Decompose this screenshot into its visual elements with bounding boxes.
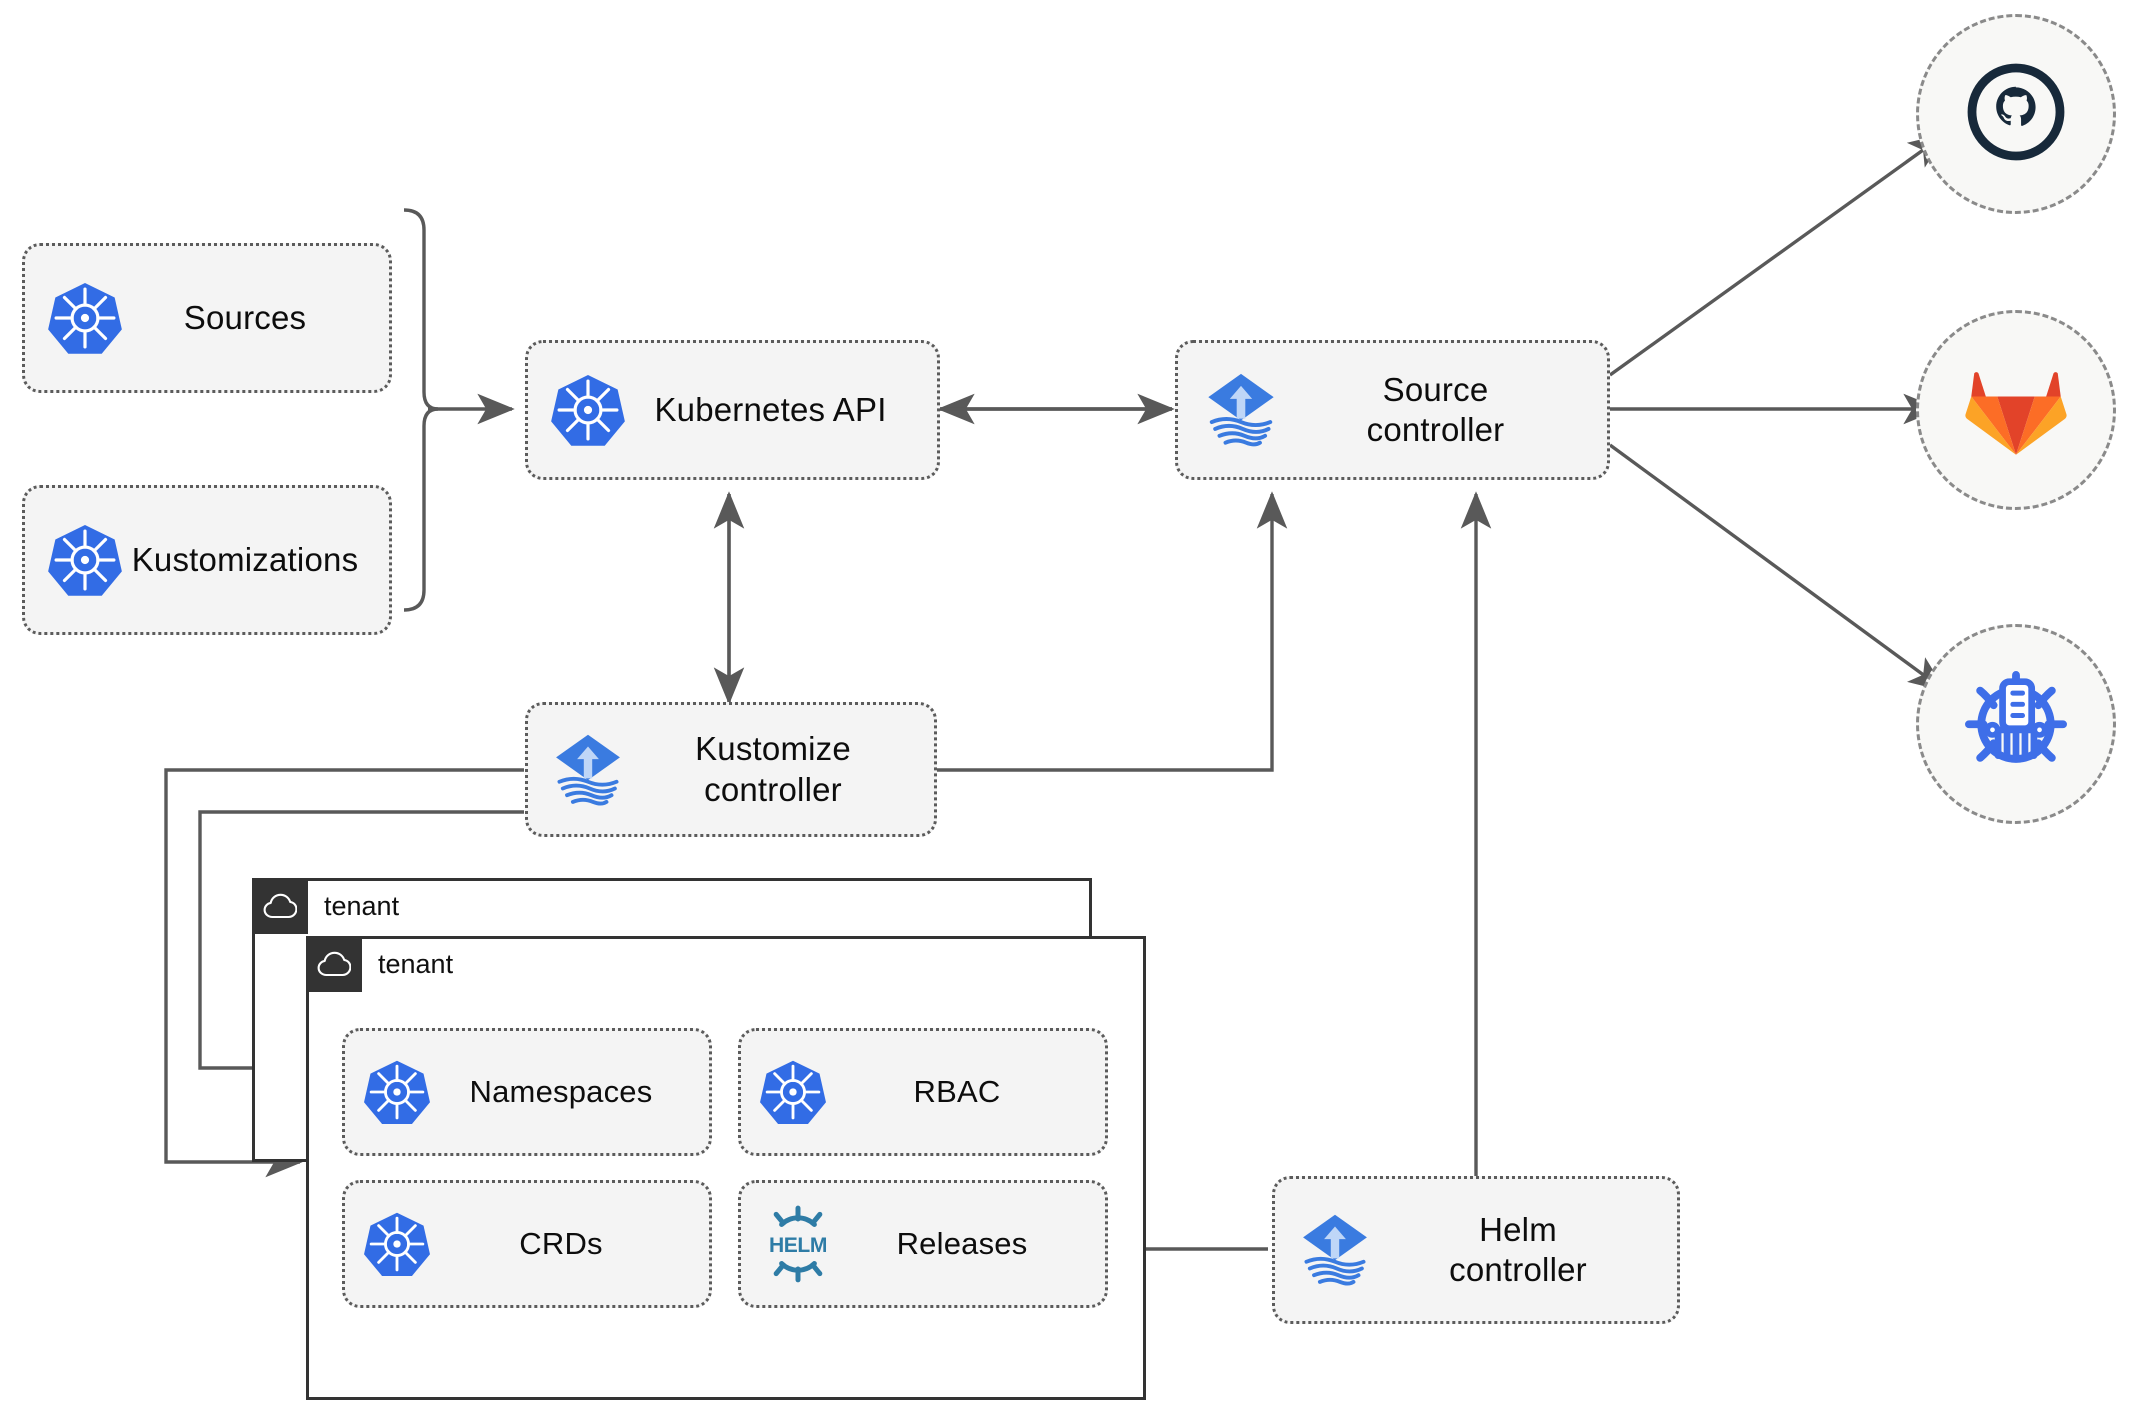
tenant-outer-label: tenant (324, 891, 400, 921)
node-namespaces-label: Namespaces (469, 1074, 653, 1110)
gitlab-icon (1964, 359, 2068, 462)
edge-source-controller-to-github (1609, 133, 1947, 377)
node-sources[interactable]: Sources (22, 243, 392, 393)
kubernetes-icon (550, 372, 626, 448)
flux-icon (1293, 1208, 1377, 1292)
kubernetes-icon (47, 280, 123, 356)
node-helm-controller-label: Helm controller (1449, 1210, 1587, 1288)
external-source-github[interactable] (1916, 14, 2116, 214)
tenant-inner-label: tenant (378, 949, 454, 979)
node-sources-label: Sources (183, 298, 307, 336)
external-source-gitlab[interactable] (1916, 310, 2116, 510)
node-crds-label: CRDs (519, 1226, 603, 1262)
edge-kustomize-controller-to-tenant-outer (164, 768, 524, 1178)
node-kustomize-controller[interactable]: Kustomize controller (525, 702, 937, 837)
svg-text:HELM: HELM (769, 1234, 827, 1257)
tenant-inner-frame[interactable]: tenant (306, 936, 1146, 1400)
node-kubernetes-api-label: Kubernetes API (654, 390, 887, 428)
external-source-helm-repository[interactable] (1916, 624, 2116, 824)
node-kustomizations-label: Kustomizations (131, 540, 359, 578)
kubernetes-icon (759, 1058, 827, 1126)
node-helm-controller[interactable]: Helm controller (1272, 1176, 1680, 1324)
node-releases-label: Releases (896, 1226, 1028, 1262)
node-rbac[interactable]: RBAC (738, 1028, 1108, 1156)
node-source-controller[interactable]: Source controller (1175, 340, 1610, 480)
flux-icon (546, 728, 630, 812)
helm-repository-icon (1960, 666, 2072, 783)
node-source-controller-label: Source controller (1366, 370, 1505, 448)
tenant-inner-titlebar: tenant (306, 936, 453, 992)
node-kustomizations[interactable]: Kustomizations (22, 485, 392, 635)
node-crds[interactable]: CRDs (342, 1180, 712, 1308)
helm-icon: HELM (759, 1205, 837, 1283)
node-kustomize-controller-label: Kustomize controller (695, 730, 851, 808)
tenant-outer-titlebar: tenant (252, 878, 399, 934)
kubernetes-icon (363, 1210, 431, 1278)
github-icon (1961, 57, 2071, 172)
edge-source-controller-to-bucket (1608, 443, 1947, 692)
cloud-icon (306, 936, 362, 992)
flux-icon (1198, 367, 1284, 453)
node-namespaces[interactable]: Namespaces (342, 1028, 712, 1156)
cloud-icon (252, 878, 308, 934)
kubernetes-icon (47, 522, 123, 598)
kubernetes-icon (363, 1058, 431, 1126)
edge-kustomize-controller-to-source-controller (937, 491, 1288, 772)
node-rbac-label: RBAC (913, 1074, 1001, 1110)
node-kubernetes-api[interactable]: Kubernetes API (525, 340, 940, 480)
node-releases[interactable]: HELM Releases (738, 1180, 1108, 1308)
